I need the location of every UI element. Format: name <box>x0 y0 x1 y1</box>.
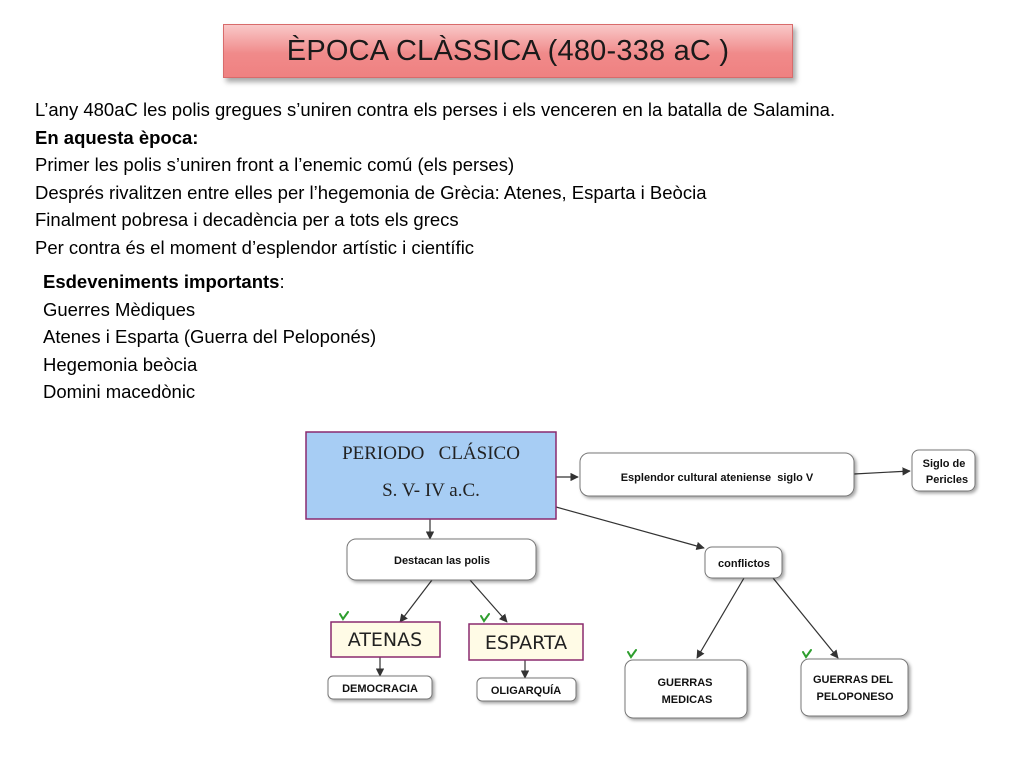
event-item: Guerres Mèdiques <box>43 298 196 320</box>
node-guerras-peloponeso <box>800 658 909 717</box>
esparta-label: ESPARTA <box>485 632 567 654</box>
events-heading-suffix: : <box>279 271 285 292</box>
intro-line: Finalment pobresa i decadència per a tot… <box>35 209 459 230</box>
node-guerras-medicas <box>624 659 748 719</box>
node-conflictos <box>704 546 783 579</box>
node-periodo-clasico <box>305 431 557 520</box>
intro-paragraph: L’any 480aC les polis gregues s’uniren c… <box>35 96 835 261</box>
atenas-label: ATENAS <box>348 629 422 651</box>
siglo-line1: Siglo de <box>923 458 966 470</box>
check-icon <box>339 611 349 621</box>
node-esparta <box>468 623 584 661</box>
node-siglo-pericles <box>911 449 976 492</box>
check-marks <box>339 611 812 659</box>
peloponeso-line1: GUERRAS DEL <box>813 674 893 686</box>
intro-line: L’any 480aC les polis gregues s’uniren c… <box>35 99 836 120</box>
intro-line: Per contra és el moment d’esplendor artí… <box>35 236 475 258</box>
periodo-dates: S. V- IV a.C. <box>382 480 480 501</box>
node-esplendor <box>579 452 855 497</box>
periodo-title: PERIODO CLÁSICO <box>342 442 520 464</box>
medicas-line2: MEDICAS <box>662 694 713 706</box>
event-item: Domini macedònic <box>43 381 196 402</box>
esplendor-label: Esplendor cultural ateniense siglo V <box>621 472 814 484</box>
title-banner: ÈPOCA CLÀSSICA (480-338 aC ) <box>223 24 793 78</box>
conflictos-label: conflictos <box>718 558 770 570</box>
edge-esplendor-siglo <box>853 467 911 476</box>
intro-line: Després rivalitzen entre elles per l’heg… <box>35 181 707 203</box>
node-oligarquia <box>476 677 577 702</box>
intro-line: Primer les polis s’uniren front a l’enem… <box>35 154 515 175</box>
check-icon <box>802 649 812 659</box>
edge-conflictos-peloponeso <box>772 577 839 659</box>
node-atenas <box>330 621 441 658</box>
events-heading-row: Esdeveniments importants: <box>43 268 376 296</box>
medicas-line1: GUERRAS <box>657 677 712 689</box>
event-item: Hegemonia beòcia <box>43 353 198 375</box>
node-destacan-polis <box>346 538 537 581</box>
democracia-label: DEMOCRACIA <box>342 683 418 695</box>
edge-destacan-esparta <box>469 579 508 623</box>
connectors <box>375 467 911 679</box>
page-title: ÈPOCA CLÀSSICA (480-338 aC ) <box>286 34 730 67</box>
check-icon <box>480 613 490 623</box>
intro-heading: En aquesta època: <box>35 126 199 148</box>
edge-destacan-atenas <box>399 579 433 623</box>
destacan-label: Destacan las polis <box>394 555 490 567</box>
peloponeso-line2: PELOPONESO <box>816 691 893 703</box>
node-democracia <box>327 675 433 700</box>
events-list: Esdeveniments importants: Guerres Mèdiqu… <box>43 268 376 406</box>
edge-conflictos-medicas <box>696 577 745 659</box>
siglo-line2: Pericles <box>926 474 968 486</box>
edge-periodo-conflictos <box>555 506 705 551</box>
event-item: Atenes i Esparta (Guerra del Peloponés) <box>43 326 377 347</box>
oligarquia-label: OLIGARQUÍA <box>491 684 561 697</box>
check-icon <box>627 649 637 659</box>
events-heading: Esdeveniments importants <box>43 271 280 292</box>
